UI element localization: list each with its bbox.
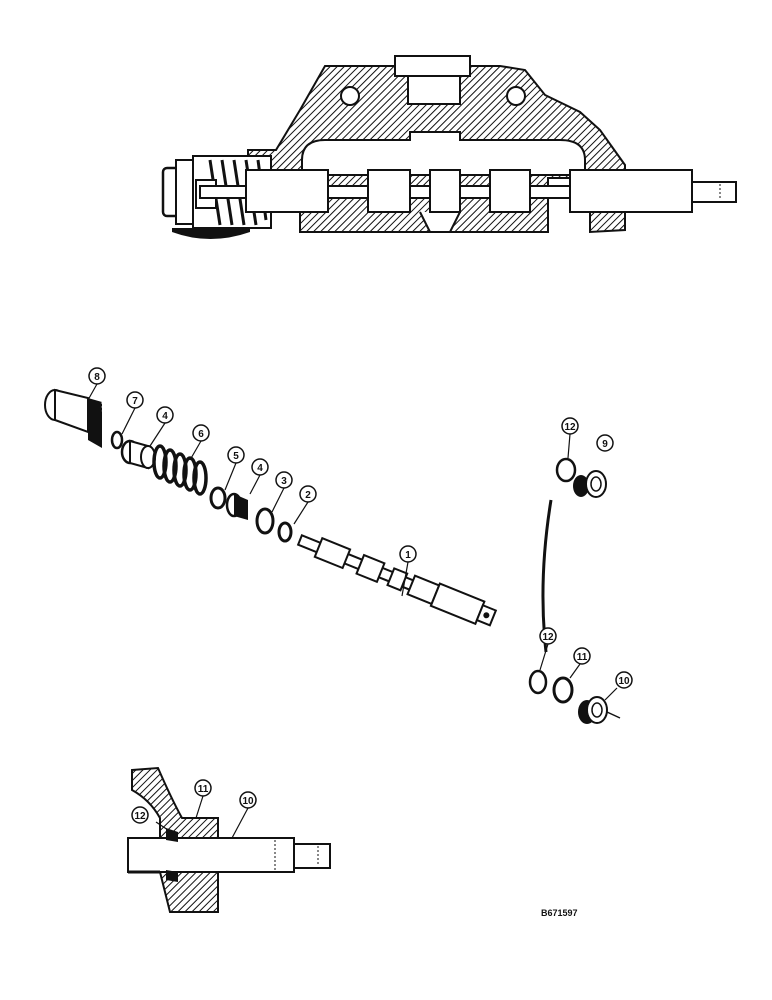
callout-11a: 11 bbox=[573, 647, 591, 665]
callout-5: 5 bbox=[227, 446, 245, 464]
callout-10a: 10 bbox=[615, 671, 633, 689]
part-2-o-ring bbox=[277, 521, 293, 543]
svg-text:2: 2 bbox=[305, 490, 311, 501]
part-7-snap-ring bbox=[110, 430, 124, 450]
callout-2: 2 bbox=[299, 485, 317, 503]
svg-text:10: 10 bbox=[242, 796, 254, 807]
svg-text:4: 4 bbox=[257, 463, 263, 474]
callout-1: 1 bbox=[399, 545, 417, 563]
housing-cavity bbox=[301, 131, 586, 176]
bolt-hole-right bbox=[506, 86, 526, 106]
svg-text:3: 3 bbox=[281, 476, 287, 487]
part-8-spring-cap bbox=[44, 388, 105, 449]
svg-text:6: 6 bbox=[198, 429, 204, 440]
callout-4b: 4 bbox=[251, 458, 269, 476]
part-4-retainer-a bbox=[120, 439, 156, 470]
svg-text:8: 8 bbox=[94, 372, 100, 383]
leader-lines bbox=[87, 383, 618, 701]
callout-7: 7 bbox=[126, 391, 144, 409]
part-11-washer bbox=[552, 676, 574, 704]
callout-6: 6 bbox=[192, 424, 210, 442]
svg-text:12: 12 bbox=[564, 422, 576, 433]
svg-text:10: 10 bbox=[618, 676, 630, 687]
svg-text:11: 11 bbox=[198, 784, 209, 795]
detail-section-view: 11 10 12 bbox=[127, 766, 331, 913]
svg-text:11: 11 bbox=[577, 652, 588, 663]
part-4-retainer-b bbox=[225, 492, 248, 520]
callout-11b: 11 bbox=[194, 779, 212, 797]
svg-text:5: 5 bbox=[233, 451, 239, 462]
detail-shaft bbox=[127, 837, 295, 873]
exploded-view: 8 7 4 6 5 4 3 2 bbox=[44, 367, 633, 724]
housing-top-cap bbox=[394, 55, 471, 77]
callout-3: 3 bbox=[275, 471, 293, 489]
part-5-washer bbox=[209, 486, 227, 510]
svg-text:7: 7 bbox=[132, 396, 138, 407]
bolt-hole-left bbox=[340, 86, 360, 106]
callout-10b: 10 bbox=[239, 791, 257, 809]
svg-text:12: 12 bbox=[542, 632, 554, 643]
callout-4a: 4 bbox=[156, 406, 174, 424]
spool-section bbox=[199, 169, 737, 213]
part-10-plug bbox=[578, 696, 621, 724]
callout-12c: 12 bbox=[131, 806, 149, 824]
svg-text:1: 1 bbox=[405, 550, 411, 561]
part-6-spring bbox=[152, 444, 208, 496]
callout-8: 8 bbox=[88, 367, 106, 385]
part-3-washer bbox=[255, 507, 275, 535]
svg-text:4: 4 bbox=[162, 411, 168, 422]
reference-code: B671597 bbox=[541, 908, 578, 918]
part-12-o-ring-lower bbox=[528, 669, 548, 695]
valve-cross-section bbox=[161, 55, 737, 239]
detail-housing-upper bbox=[131, 766, 219, 839]
callout-12a: 12 bbox=[561, 417, 579, 435]
part-1-spool bbox=[296, 534, 498, 627]
callout-9: 9 bbox=[596, 434, 614, 452]
callout-12b: 12 bbox=[539, 627, 557, 645]
svg-text:9: 9 bbox=[602, 439, 608, 450]
svg-text:12: 12 bbox=[134, 811, 146, 822]
part-12-o-ring-upper bbox=[555, 457, 577, 483]
part-9-plug bbox=[573, 470, 607, 498]
